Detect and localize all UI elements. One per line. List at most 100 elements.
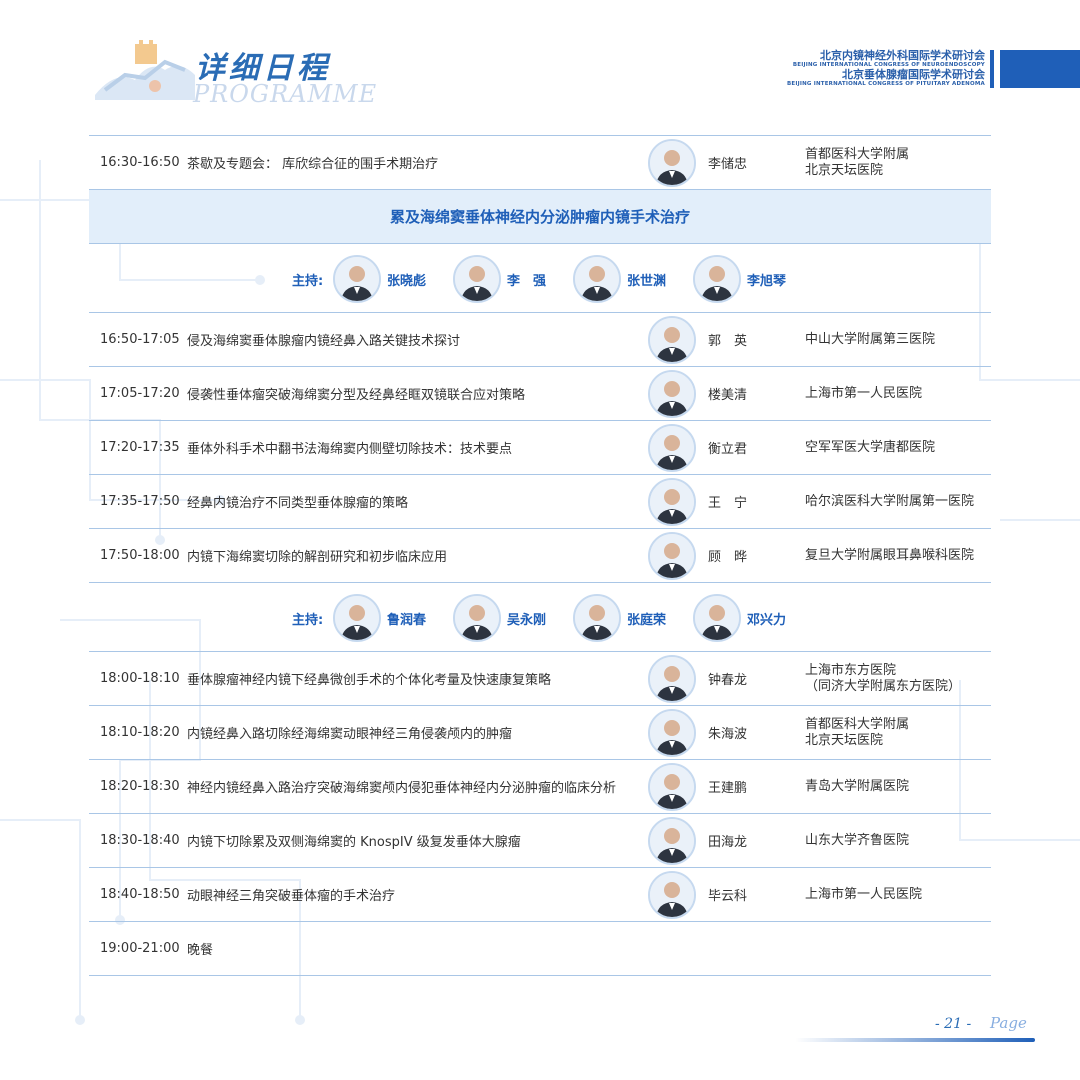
speaker-institution: 复旦大学附属眼耳鼻喉科医院	[805, 547, 975, 563]
moderator-name: 张世渊	[627, 274, 667, 289]
table-row: 17:20-17:35 垂体外科手术中翻书法海绵窦内侧壁切除技术：技术要点 衡立…	[89, 421, 991, 475]
congress-2-cn: 北京垂体腺瘤国际学术研讨会	[842, 68, 985, 81]
schedule-table: 16:30-16:50 茶歇及专题会： 库欣综合征的围手术期治疗 李储忠 首都医…	[89, 135, 991, 976]
talk-topic: 茶歇及专题会： 库欣综合征的围手术期治疗	[187, 157, 439, 172]
moderators-row: 主持: 张晓彪 李 强 张世渊 李旭琴	[89, 244, 991, 313]
header-divider	[990, 50, 994, 88]
table-row: 18:40-18:50 动眼神经三角突破垂体瘤的手术治疗 毕云科 上海市第一人民…	[89, 868, 991, 922]
speaker-name: 钟春龙	[708, 673, 748, 688]
header-accent-bar	[1000, 50, 1080, 88]
moderator-name: 李旭琴	[747, 274, 787, 289]
talk-topic: 内镜经鼻入路切除经海绵窦动眼神经三角侵袭颅内的肿瘤	[187, 727, 513, 742]
talk-topic: 神经内镜经鼻入路治疗突破海绵窦颅内侵犯垂体神经内分泌肿瘤的临床分析	[187, 781, 617, 796]
title-english: PROGRAMME	[193, 80, 378, 108]
moderator: 李 强	[453, 255, 583, 303]
time-slot: 16:30-16:50	[100, 155, 180, 170]
moderators-row: 主持: 鲁润春 吴永刚 张庭荣 邓兴力	[89, 583, 991, 652]
speaker-photo	[648, 531, 696, 580]
page-number: - 21 -	[935, 1016, 972, 1032]
talk-topic: 侵袭性垂体瘤突破海绵窦分型及经鼻经眶双镜联合应对策略	[187, 388, 526, 403]
table-row: 17:50-18:00 内镜下海绵窦切除的解剖研究和初步临床应用 顾 晔 复旦大…	[89, 529, 991, 583]
section-title: 累及海绵窦垂体神经内分泌肿瘤内镜手术治疗	[389, 208, 690, 226]
speaker-institution: 中山大学附属第三医院	[805, 331, 936, 347]
moderator-photo	[573, 255, 621, 303]
talk-topic: 内镜下切除累及双侧海绵窦的 KnospIV 级复发垂体大腺瘤	[187, 835, 521, 850]
moderator: 鲁润春	[333, 594, 463, 642]
speaker-institution: 青岛大学附属医院	[805, 778, 910, 794]
speaker-photo	[648, 138, 696, 187]
speaker-photo	[648, 708, 696, 757]
table-row: 17:05-17:20 侵袭性垂体瘤突破海绵窦分型及经鼻经眶双镜联合应对策略 楼…	[89, 367, 991, 421]
table-row: 18:30-18:40 内镜下切除累及双侧海绵窦的 KnospIV 级复发垂体大…	[89, 814, 991, 868]
moderator: 吴永刚	[453, 594, 583, 642]
time-slot: 18:40-18:50	[100, 887, 180, 902]
congress-2-en: BEIJING INTERNATIONAL CONGRESS OF PITUIT…	[786, 81, 985, 87]
talk-topic: 晚餐	[187, 943, 214, 958]
talk-topic: 内镜下海绵窦切除的解剖研究和初步临床应用	[187, 550, 448, 565]
moderator-name: 张晓彪	[387, 274, 427, 289]
speaker-name: 王建鹏	[708, 781, 748, 796]
congress-names: 北京内镜神经外科国际学术研讨会 BEIJING INTERNATIONAL CO…	[787, 50, 985, 88]
section-header: 累及海绵窦垂体神经内分泌肿瘤内镜手术治疗	[89, 190, 991, 244]
time-slot: 18:00-18:10	[100, 671, 180, 686]
speaker-photo	[648, 762, 696, 811]
speaker-photo	[648, 477, 696, 526]
speaker-institution: 首都医科大学附属 北京天坛医院	[805, 716, 910, 748]
time-slot: 16:50-17:05	[100, 332, 180, 347]
moderator: 邓兴力	[693, 594, 823, 642]
speaker-name: 王 宁	[708, 496, 748, 511]
moderator-name: 鲁润春	[387, 613, 427, 628]
speaker-name: 毕云科	[708, 889, 748, 904]
speaker-institution: 首都医科大学附属 北京天坛医院	[805, 146, 910, 178]
time-slot: 17:35-17:50	[100, 494, 180, 509]
congress-1-en: BEIJING INTERNATIONAL CONGRESS OF NEUROE…	[792, 62, 985, 68]
time-slot: 18:30-18:40	[100, 833, 180, 848]
table-row: 18:00-18:10 垂体腺瘤神经内镜下经鼻微创手术的个体化考量及快速康复策略…	[89, 652, 991, 706]
moderator-photo	[573, 594, 621, 642]
time-slot: 18:20-18:30	[100, 779, 180, 794]
moderator: 张庭荣	[573, 594, 703, 642]
talk-topic: 侵及海绵窦垂体腺瘤内镜经鼻入路关键技术探讨	[187, 334, 461, 349]
speaker-institution: 上海市东方医院 （同济大学附属东方医院）	[805, 662, 962, 694]
table-row: 18:20-18:30 神经内镜经鼻入路治疗突破海绵窦颅内侵犯垂体神经内分泌肿瘤…	[89, 760, 991, 814]
moderator-photo	[333, 594, 381, 642]
moderator-label: 主持:	[292, 613, 324, 628]
table-row: 18:10-18:20 内镜经鼻入路切除经海绵窦动眼神经三角侵袭颅内的肿瘤 朱海…	[89, 706, 991, 760]
talk-topic: 经鼻内镜治疗不同类型垂体腺瘤的策略	[187, 496, 409, 511]
time-slot: 17:05-17:20	[100, 386, 180, 401]
moderator-name: 邓兴力	[747, 613, 787, 628]
moderator-photo	[693, 594, 741, 642]
moderator: 李旭琴	[693, 255, 823, 303]
moderator-photo	[693, 255, 741, 303]
title-block: PROGRAMME 详细日程	[95, 35, 376, 110]
speaker-name: 郭 英	[708, 334, 748, 349]
table-row: 16:50-17:05 侵及海绵窦垂体腺瘤内镜经鼻入路关键技术探讨 郭 英 中山…	[89, 313, 991, 367]
moderator: 张晓彪	[333, 255, 463, 303]
moderator-photo	[333, 255, 381, 303]
moderator-name: 李 强	[507, 274, 547, 289]
speaker-institution: 空军军医大学唐都医院	[805, 439, 936, 455]
speaker-photo	[648, 816, 696, 865]
moderator: 张世渊	[573, 255, 703, 303]
page-title: 详细日程	[195, 51, 331, 86]
speaker-photo	[648, 870, 696, 919]
table-row: 19:00-21:00 晚餐	[89, 922, 991, 976]
speaker-institution: 哈尔滨医科大学附属第一医院	[805, 493, 975, 509]
speaker-photo	[648, 315, 696, 364]
moderator-label: 主持:	[292, 274, 324, 289]
speaker-name: 朱海波	[708, 727, 748, 742]
congress-1-cn: 北京内镜神经外科国际学术研讨会	[820, 49, 985, 62]
speaker-name: 楼美清	[708, 388, 748, 403]
time-slot: 19:00-21:00	[100, 941, 180, 956]
speaker-photo	[648, 423, 696, 472]
speaker-name: 李储忠	[708, 157, 748, 172]
speaker-institution: 山东大学齐鲁医院	[805, 832, 910, 848]
moderator-name: 吴永刚	[507, 613, 547, 628]
speaker-name: 田海龙	[708, 835, 748, 850]
speaker-institution: 上海市第一人民医院	[805, 886, 923, 902]
talk-topic: 动眼神经三角突破垂体瘤的手术治疗	[187, 889, 396, 904]
speaker-photo	[648, 369, 696, 418]
speaker-institution: 上海市第一人民医院	[805, 385, 923, 401]
speaker-name: 衡立君	[708, 442, 748, 457]
talk-topic: 垂体腺瘤神经内镜下经鼻微创手术的个体化考量及快速康复策略	[187, 673, 552, 688]
